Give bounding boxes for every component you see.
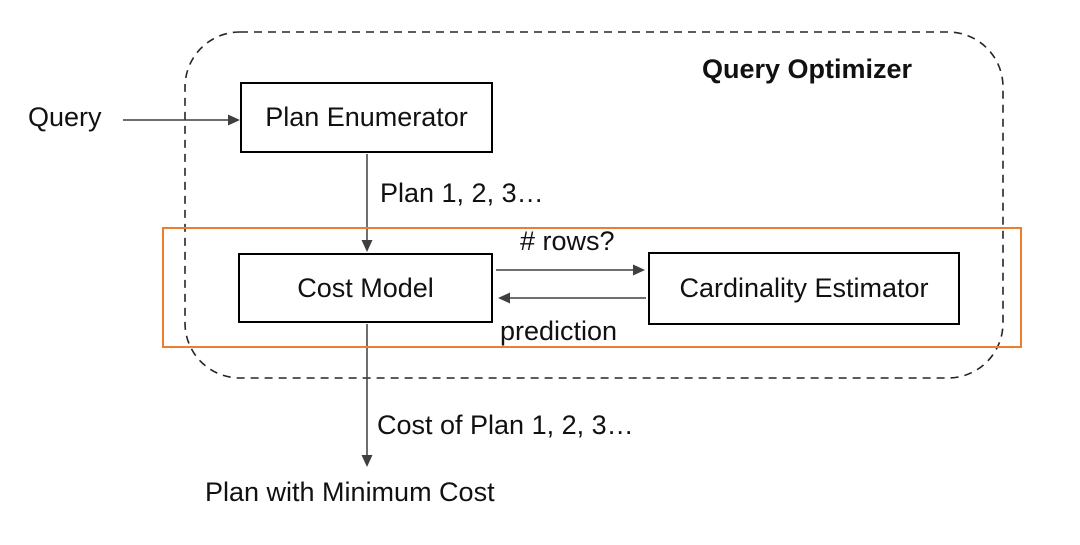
diagram-title: Query Optimizer [701,54,913,84]
node-cardinality-estimator: Cardinality Estimator [648,252,960,325]
node-cost-model: Cost Model [238,253,493,323]
plans-arrow [361,154,373,252]
node-plan-enumerator: Plan Enumerator [240,82,493,153]
prediction-arrow [498,292,646,304]
rows-edge-label: # rows? [520,226,615,256]
minimum-cost-output-label: Plan with Minimum Cost [205,477,495,507]
query-arrow [123,114,240,126]
query-input-label: Query [28,102,102,132]
query-optimizer-boundary [184,31,1004,379]
cost-edge-label: Cost of Plan 1, 2, 3… [377,410,634,440]
plans-edge-label: Plan 1, 2, 3… [380,178,544,208]
rows-arrow [496,264,645,276]
cost-estimation-highlight [162,227,1022,348]
prediction-edge-label: prediction [500,316,618,346]
